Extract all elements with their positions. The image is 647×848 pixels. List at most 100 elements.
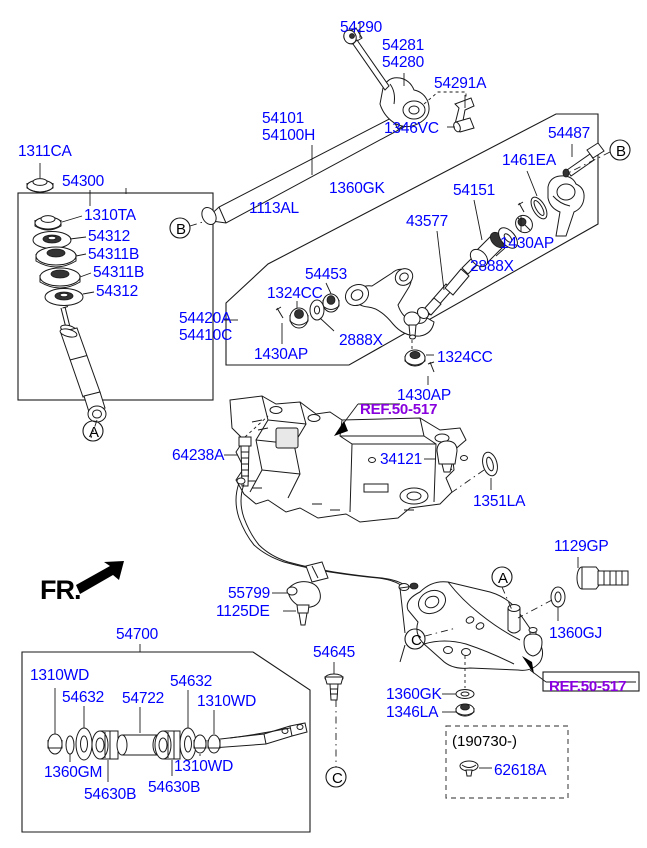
part-54312-upper <box>32 231 72 249</box>
label-2888X-upper: 2888X <box>339 332 383 349</box>
label-1310TA: 1310TA <box>84 207 136 224</box>
date-variant-note: (190730-) <box>452 733 518 750</box>
part-1324CC-upper <box>289 307 309 329</box>
part-54280-arm <box>379 77 430 128</box>
shock-absorber-panel-art <box>17 163 214 442</box>
label-1310WD-c: 1310WD <box>174 758 234 775</box>
stabilizer-bar-art <box>235 477 410 626</box>
part-54487-knuckle <box>547 175 585 237</box>
label-64238A: 64238A <box>172 447 225 464</box>
part-54453 <box>322 293 340 313</box>
label-54311B-lower: 54311B <box>93 264 145 281</box>
label-54700: 54700 <box>116 626 159 643</box>
label-54300: 54300 <box>62 173 105 190</box>
part-1310TA <box>34 215 62 231</box>
part-1125DE-bolt <box>296 604 310 626</box>
label-62618A: 62618A <box>494 762 547 779</box>
part-1430AP-right <box>515 214 533 234</box>
label-54453: 54453 <box>305 266 348 283</box>
part-1360GM <box>65 735 75 755</box>
label-1360GJ: 1360GJ <box>549 625 603 642</box>
marker-c-stab-link: C <box>411 632 422 649</box>
label-54100H: 54100H <box>262 127 316 144</box>
part-54487-bolt <box>562 142 605 178</box>
ref-label-crossmember: REF.50-517 <box>360 401 438 418</box>
part-34121-bumper <box>436 440 458 473</box>
marker-a-shock: A <box>89 424 100 441</box>
label-54312-upper: 54312 <box>88 228 131 245</box>
part-54700-rod <box>211 722 308 749</box>
label-43577: 43577 <box>406 213 449 230</box>
label-1351LA: 1351LA <box>473 493 526 510</box>
label-54410C: 54410C <box>179 327 233 344</box>
label-1311CA: 1311CA <box>18 143 72 160</box>
date-variant-box-art <box>445 725 569 799</box>
label-1324CC-balljoint: 1324CC <box>437 349 493 366</box>
label-1360GM: 1360GM <box>44 764 103 781</box>
label-54151: 54151 <box>453 182 496 199</box>
label-1430AP-balljoint: 1430AP <box>397 387 451 404</box>
part-54630B-a <box>91 730 119 760</box>
part-1360GJ-washer <box>550 586 566 608</box>
tension-rod-panel-art <box>21 644 347 833</box>
label-54632-b: 54632 <box>170 673 213 690</box>
marker-b-knuckle: B <box>616 143 627 160</box>
part-54300-shock-body <box>59 306 107 423</box>
label-54420A: 54420A <box>179 310 232 327</box>
label-1324CC-upper: 1324CC <box>267 285 323 302</box>
part-1310WD-a <box>47 733 63 755</box>
label-54722: 54722 <box>122 690 165 707</box>
label-54101: 54101 <box>262 110 305 127</box>
label-1430AP-right: 1430AP <box>500 235 554 252</box>
label-1360GK-lower: 1360GK <box>386 686 442 703</box>
part-54632-a <box>75 727 93 761</box>
label-1461EA: 1461EA <box>502 152 556 169</box>
part-1351LA-washer <box>482 451 498 477</box>
part-55799-link <box>286 581 321 609</box>
part-1310WD-b <box>193 734 207 754</box>
label-1125DE: 1125DE <box>216 603 270 620</box>
label-1129GP: 1129GP <box>554 538 609 555</box>
label-54630B-a: 54630B <box>84 786 137 803</box>
label-54312-lower: 54312 <box>96 283 139 300</box>
part-54311B-upper <box>35 246 77 268</box>
part-54312-lower <box>44 288 84 306</box>
fr-direction-label: FR. <box>40 575 81 605</box>
label-1346LA: 1346LA <box>386 704 439 721</box>
upper-control-arm-panel-art <box>224 113 631 385</box>
label-34121: 34121 <box>380 451 423 468</box>
ref-label-lower-arm: REF.50-517 <box>549 678 627 695</box>
marker-c-tension-rod: C <box>332 770 343 787</box>
stabilizer-bushing <box>305 561 329 583</box>
label-54280: 54280 <box>382 54 425 71</box>
part-2888X-upper <box>309 299 325 321</box>
part-54630B-b <box>154 730 181 760</box>
part-1461EA-seal <box>530 196 548 220</box>
label-54630B-b: 54630B <box>148 779 201 796</box>
label-1310WD-a: 1310WD <box>30 667 90 684</box>
part-1346LA-lower <box>455 703 475 717</box>
lower-control-arm-art <box>399 557 640 717</box>
label-54632-a: 54632 <box>62 689 105 706</box>
part-1311CA <box>26 178 54 193</box>
marker-b-torsion: B <box>176 221 187 238</box>
part-54311B-lower <box>39 267 81 289</box>
part-2888X-right <box>498 227 518 249</box>
label-1310WD-b: 1310WD <box>197 693 257 710</box>
part-64238A-bolt <box>238 436 252 487</box>
part-1129GP-bolt <box>576 566 629 590</box>
part-1360GK-lower <box>455 689 475 699</box>
part-1346VC <box>453 117 475 133</box>
label-1430AP-upper: 1430AP <box>254 346 308 363</box>
part-1310WD-c <box>207 734 221 754</box>
label-1360GK-upper: 1360GK <box>329 180 385 197</box>
part-54290-bolt <box>343 27 390 91</box>
part-54420A-upper-arm <box>344 268 435 340</box>
label-54645: 54645 <box>313 644 356 661</box>
part-54645-bolt <box>324 673 344 701</box>
crossmember-art <box>224 395 498 523</box>
label-54487: 54487 <box>548 125 591 142</box>
fr-direction-arrow <box>76 561 124 594</box>
label-54291A: 54291A <box>434 75 487 92</box>
